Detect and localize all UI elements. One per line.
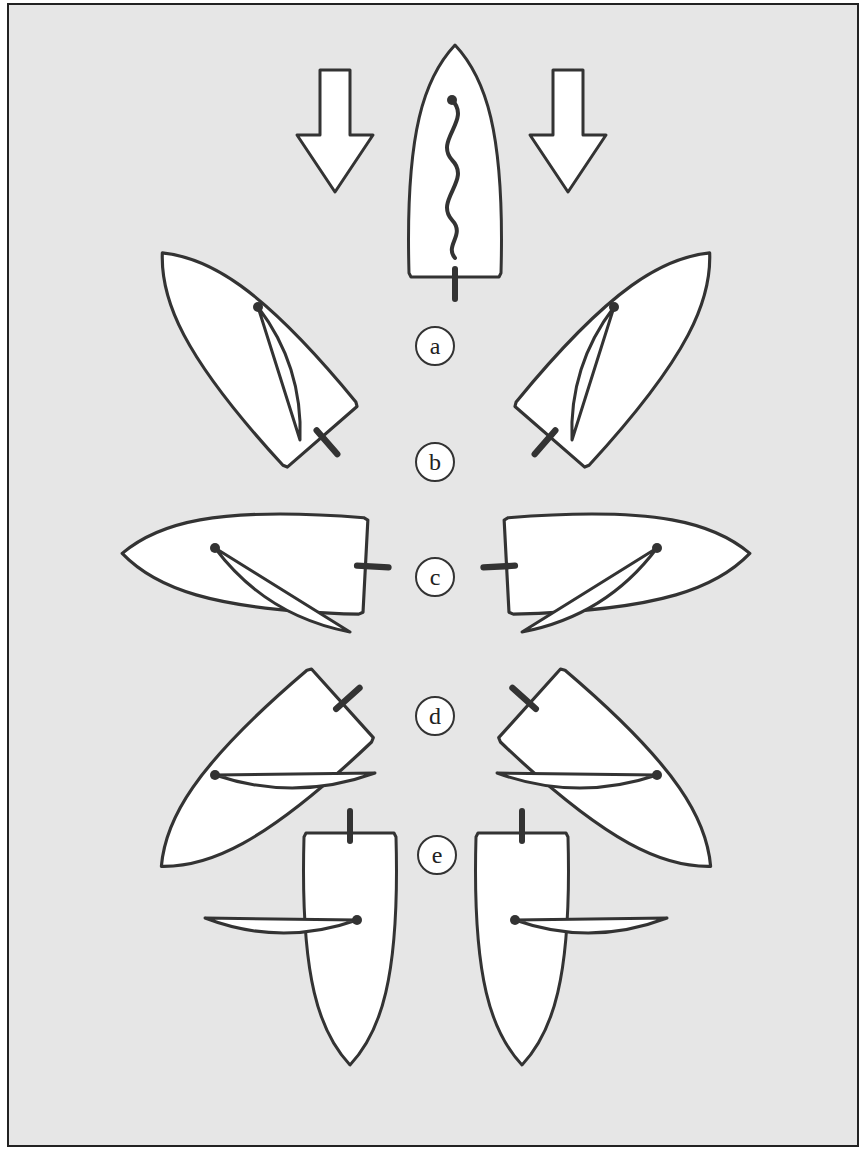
callout-letter: d <box>429 704 441 728</box>
boat-beam-reach <box>120 505 391 632</box>
callout-letter: b <box>429 450 441 474</box>
callout-circle: e <box>417 835 457 875</box>
boats-right <box>475 221 752 1065</box>
frame <box>8 4 858 1146</box>
boat-close-hauled <box>125 221 374 486</box>
wind-arrow <box>297 70 373 192</box>
boat-running <box>205 811 397 1065</box>
callout-circle: c <box>415 557 455 597</box>
callout-circle: a <box>415 326 455 366</box>
wind-arrow <box>530 70 606 192</box>
boat-head-to-wind <box>408 45 501 299</box>
callout-letter: c <box>430 565 441 589</box>
callout-circle: b <box>415 442 455 482</box>
boats-left <box>120 221 397 1065</box>
callout-circle: d <box>415 696 455 736</box>
callout-letter: a <box>430 334 441 358</box>
callout-letter: e <box>432 843 443 867</box>
